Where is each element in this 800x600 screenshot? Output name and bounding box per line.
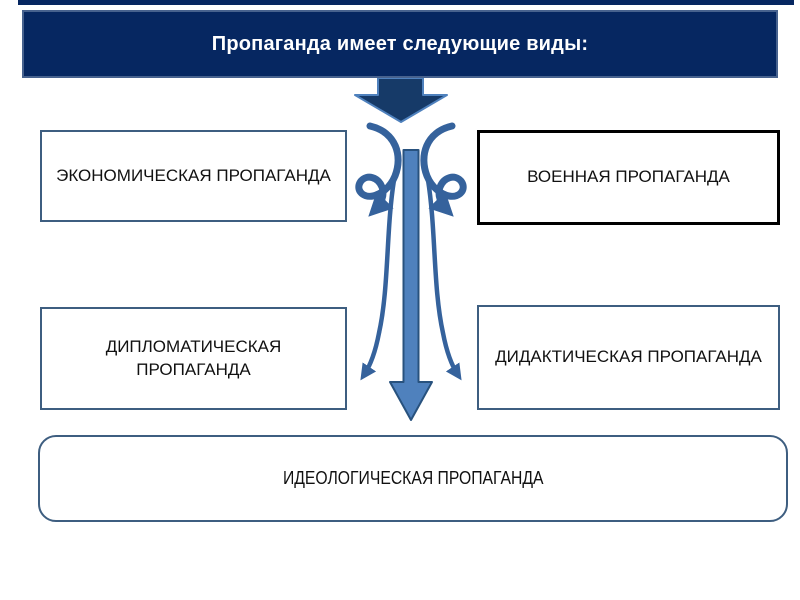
box-economic-propaganda: ЭКОНОМИЧЕСКАЯ ПРОПАГАНДА	[40, 130, 347, 222]
box-military-label: ВОЕННАЯ ПРОПАГАНДА	[527, 167, 730, 187]
swirl-arrow-right-icon	[420, 122, 467, 381]
slide-title: Пропаганда имеет следующие виды:	[211, 32, 589, 55]
swirl-arrow-left-icon	[355, 122, 402, 381]
box-military-propaganda: ВОЕННАЯ ПРОПАГАНДА	[477, 130, 780, 225]
box-didactic-label: ДИДАКТИЧЕСКАЯ ПРОПАГАНДА	[495, 347, 762, 367]
box-ideological-label: ИДЕОЛОГИЧЕСКАЯ ПРОПАГАНДА	[282, 467, 544, 489]
top-accent-strip	[18, 0, 794, 5]
box-didactic-propaganda: ДИДАКТИЧЕСКАЯ ПРОПАГАНДА	[477, 305, 780, 410]
box-diplomatic-propaganda: ДИПЛОМАТИЧЕСКАЯ ПРОПАГАНДА	[40, 307, 347, 410]
box-diplomatic-label: ДИПЛОМАТИЧЕСКАЯ ПРОПАГАНДА	[105, 336, 282, 379]
long-down-arrow-icon	[389, 149, 433, 421]
box-economic-label: ЭКОНОМИЧЕСКАЯ ПРОПАГАНДА	[56, 165, 331, 185]
slide-title-banner: Пропаганда имеет следующие виды:	[22, 10, 778, 78]
box-ideological-propaganda: ИДЕОЛОГИЧЕСКАЯ ПРОПАГАНДА	[38, 435, 788, 522]
flow-arrows-decoration	[355, 122, 467, 421]
down-arrow-icon	[354, 78, 448, 123]
